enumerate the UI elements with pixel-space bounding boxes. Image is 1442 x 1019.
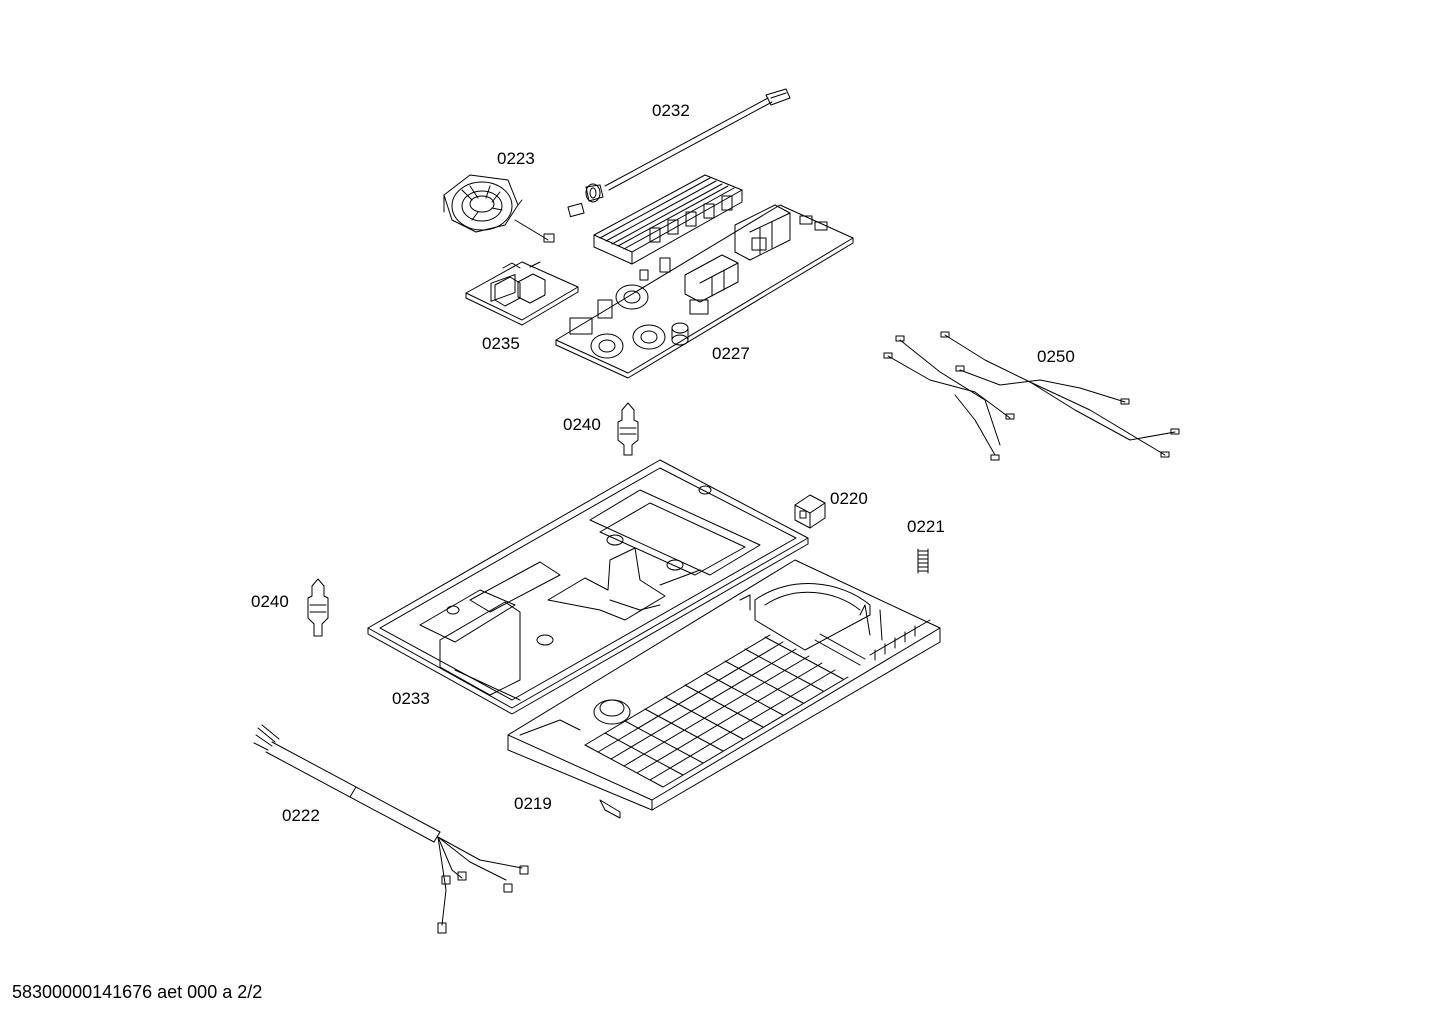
housing-frame-drawing bbox=[508, 560, 940, 818]
part-label-0220: 0220 bbox=[830, 489, 868, 508]
spring-drawing bbox=[918, 549, 928, 573]
part-label-0240-left: 0240 bbox=[251, 592, 289, 611]
part-label-0221: 0221 bbox=[907, 517, 945, 536]
part-label-0219: 0219 bbox=[514, 794, 552, 813]
small-board-drawing bbox=[466, 262, 578, 325]
ribbon-cable-drawing bbox=[568, 89, 790, 217]
holder-block-drawing bbox=[795, 495, 825, 528]
cooling-fan-drawing bbox=[444, 175, 554, 242]
part-label-0223: 0223 bbox=[497, 149, 535, 168]
part-label-0240-top: 0240 bbox=[563, 415, 601, 434]
part-label-0233: 0233 bbox=[392, 689, 430, 708]
power-board-drawing bbox=[556, 175, 853, 378]
part-label-0235: 0235 bbox=[482, 334, 520, 353]
part-label-0232: 0232 bbox=[652, 101, 690, 120]
spacer-clip-top-drawing bbox=[618, 403, 638, 455]
document-id: 58300000141676 aet 000 a 2/2 bbox=[12, 982, 263, 1002]
wire-harness-drawing bbox=[884, 332, 1179, 460]
part-label-0227: 0227 bbox=[712, 344, 750, 363]
part-label-0222: 0222 bbox=[282, 806, 320, 825]
part-label-0250: 0250 bbox=[1037, 347, 1075, 366]
spacer-clip-left-drawing bbox=[308, 579, 328, 636]
mains-cable-drawing bbox=[254, 725, 528, 933]
carrier-plate-drawing bbox=[368, 460, 808, 714]
